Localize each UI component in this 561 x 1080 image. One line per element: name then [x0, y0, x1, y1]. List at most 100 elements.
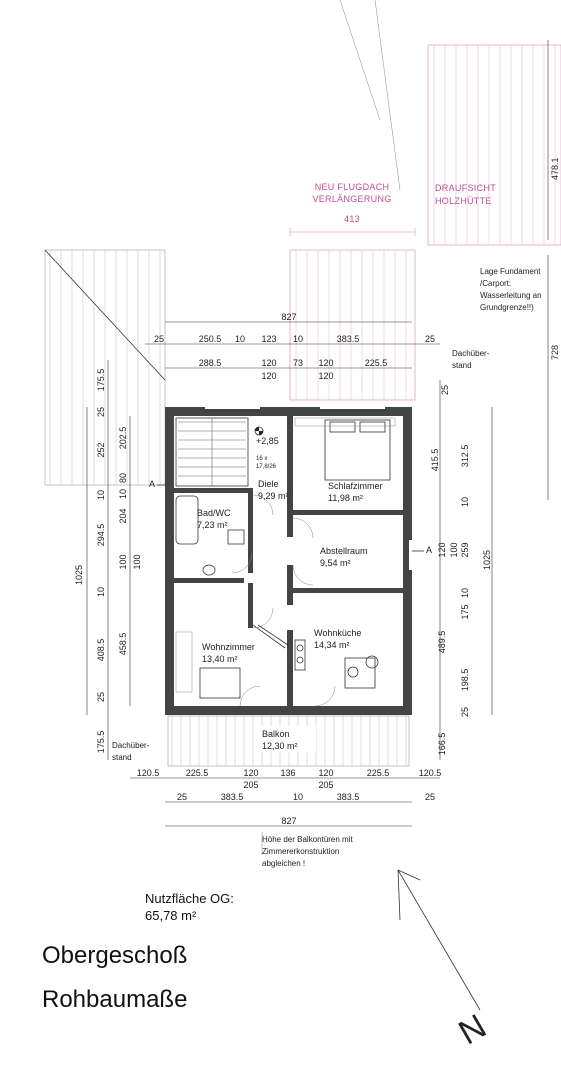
room-wohnzimmer-name: Wohnzimmer [202, 642, 255, 652]
dim-bottom-r1-5: 225.5 [367, 768, 390, 778]
dim-bottom-r2-0: 25 [177, 792, 187, 802]
dim-left-mid-6: 408.5 [96, 639, 106, 662]
dim-left-mid-8: 175.5 [96, 731, 106, 754]
dim-top-r1-0: 25 [154, 334, 164, 344]
dim-bottom-r2-2: 10 [293, 792, 303, 802]
dim-left-inner-5: 100 [132, 554, 142, 569]
dim-far-right: 728 [550, 345, 560, 360]
roof-overhang-left [44, 249, 166, 486]
dim-right-inner-0: 25 [440, 385, 450, 395]
dim-right-inner-2: 312.5 [460, 445, 470, 468]
foundation-note-2: /Carport: [480, 279, 511, 288]
dim-top-r1-6: 25 [425, 334, 435, 344]
room-wohnkueche-area: 14,34 m² [314, 640, 350, 650]
dim-left-mid-2: 252 [96, 442, 106, 457]
dim-top-r1-1: 250.5 [199, 334, 222, 344]
dim-top-r1-3: 123 [261, 334, 276, 344]
dim-left-inner-3: 204 [118, 508, 128, 523]
hut-top-view: DRAUFSICHT HOLZHÜTTE 478.1 728 [339, 0, 561, 500]
room-diele-name: Diele [258, 479, 279, 489]
dim-right-inner-6: 259 [460, 542, 470, 557]
balcony-note: Höhe der Balkontüren mit Zimmererkonstru… [261, 832, 353, 868]
dim-top-total: 827 [281, 312, 296, 322]
area-value: 65,78 m² [145, 908, 197, 923]
title-subtitle: Rohbaumaße [42, 986, 187, 1013]
room-balkon-area: 12,30 m² [262, 741, 298, 751]
stair-info-2: 17,8/26 [256, 464, 277, 470]
dim-bottom-r1-1: 225.5 [186, 768, 209, 778]
balcony-note-2: Zimmererkonstruktion [262, 847, 339, 856]
room-wohnkueche-name: Wohnküche [314, 628, 361, 638]
dim-top-r1-5: 383.5 [337, 334, 360, 344]
dim-right-inner-1: 415.5 [430, 449, 440, 472]
foundation-note: Lage Fundament /Carport: Wasserleitung a… [480, 267, 542, 312]
section-mark-right: A [426, 545, 432, 555]
dim-right-inner-12: 166.5 [437, 733, 447, 756]
dim-hut-height: 478.1 [550, 157, 560, 180]
dim-bottom-r1-0: 120.5 [137, 768, 160, 778]
dim-bottom-r1-sub-0: 205 [243, 780, 258, 790]
roof-extension-width: 413 [344, 214, 360, 224]
dim-right-inner-11: 25 [460, 707, 470, 717]
section-markers: A A [149, 479, 432, 555]
room-wohnzimmer-area: 13,40 m² [202, 654, 238, 664]
roof-overhang-bottom-1: Dachüber- [112, 741, 150, 750]
room-bad-name: Bad/WC [197, 508, 231, 518]
room-abstellraum-area: 9,54 m² [320, 558, 351, 568]
dim-right-outer: 1025 [482, 550, 492, 570]
staircase [175, 417, 264, 487]
dim-bottom-r1-6: 120.5 [419, 768, 442, 778]
dim-bottom-r2-4: 25 [425, 792, 435, 802]
dim-right-inner-9: 489.5 [437, 631, 447, 654]
dim-top-r2-3: 120 [318, 358, 333, 368]
bottom-dimensions: 120.5 225.5 120 136 120 225.5 120.5 205 … [130, 768, 442, 827]
dim-left-mid-0: 175.5 [96, 369, 106, 392]
roof-extension-label-1: NEU FLUGDACH [315, 182, 390, 192]
dim-top-r2-0: 288.5 [199, 358, 222, 368]
dim-left-mid-1: 25 [96, 407, 106, 417]
roof-extension: NEU FLUGDACH VERLÄNGERUNG 413 [289, 182, 416, 401]
balcony-note-1: Höhe der Balkontüren mit [262, 835, 353, 844]
dim-left-inner-2: 10 [118, 489, 128, 499]
right-dimensions: 25 415.5 312.5 10 120 100 259 10 175 489… [430, 380, 493, 760]
room-abstellraum-name: Abstellraum [320, 546, 368, 556]
dim-left-inner-4: 100 [118, 554, 128, 569]
dim-top-r1-2: 10 [235, 334, 245, 344]
roof-overhang-bottom-2: stand [112, 753, 132, 762]
dim-top-r2-sub-1: 120 [318, 371, 333, 381]
dim-left-mid-4: 294.5 [96, 524, 106, 547]
level-mark: +2,85 [256, 436, 279, 446]
dim-left-inner-6: 458.5 [118, 633, 128, 656]
dim-left-mid-5: 10 [96, 587, 106, 597]
roof-overhang-top-2: stand [452, 361, 472, 370]
room-balkon-name: Balkon [262, 729, 290, 739]
dim-right-inner-7: 10 [460, 588, 470, 598]
balcony-note-3: abgleichen ! [262, 859, 305, 868]
dim-right-inner-10: 198.5 [460, 669, 470, 692]
dim-top-r2-1: 120 [261, 358, 276, 368]
section-mark-left: A [149, 479, 155, 489]
dim-right-inner-8: 175 [460, 604, 470, 619]
hut-label-1: DRAUFSICHT [435, 183, 496, 193]
dim-top-r2-2: 73 [293, 358, 303, 368]
dim-left-inner-1: 80 [118, 473, 128, 483]
dim-bottom-r1-3: 136 [280, 768, 295, 778]
dim-right-inner-3: 10 [460, 497, 470, 507]
room-labels: +2,85 16 x 17,8/26 Diele 9,29 m² Schlafz… [197, 436, 383, 664]
foundation-note-3: Wasserleitung an [480, 291, 542, 300]
foundation-note-1: Lage Fundament [480, 267, 541, 276]
stair-info-1: 16 x [256, 456, 267, 462]
dim-right-inner-4: 120 [437, 542, 447, 557]
furniture [175, 417, 396, 707]
dim-top-r1-4: 10 [293, 334, 303, 344]
dim-left-inner-0: 202.5 [118, 427, 128, 450]
building-walls [165, 405, 415, 715]
left-dimensions: 1025 175.5 25 252 10 294.5 10 408.5 25 1… [74, 360, 150, 762]
dim-top-r2-4: 225.5 [365, 358, 388, 368]
roof-overhang-top-1: Dachüber- [452, 349, 490, 358]
room-bad-area: 7,23 m² [197, 520, 228, 530]
hut-label-2: HOLZHÜTTE [435, 196, 492, 206]
dim-bottom-r1-2: 120 [243, 768, 258, 778]
roof-extension-label-2: VERLÄNGERUNG [312, 194, 391, 204]
